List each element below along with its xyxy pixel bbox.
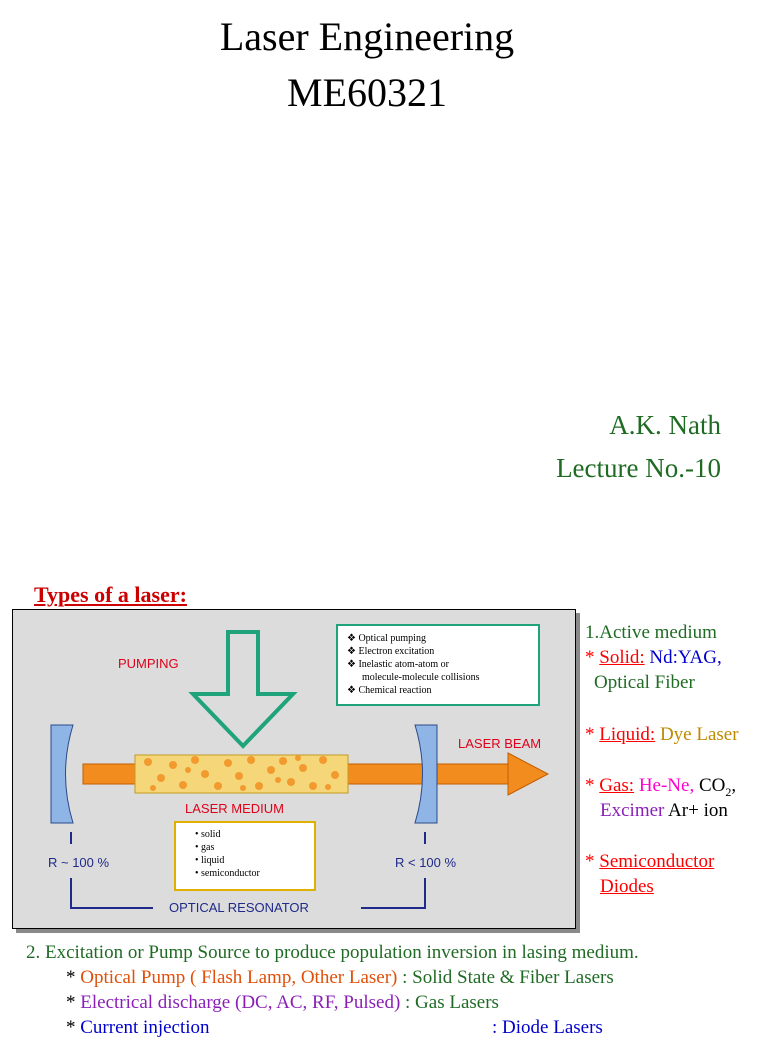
solid-label: Solid: — [599, 647, 645, 668]
gas-example-excimer: Excimer — [600, 800, 665, 821]
pump-method-item: molecule-molecule collisions — [362, 672, 480, 683]
liquid-label: Liquid: — [599, 724, 656, 745]
medium-particles — [144, 755, 339, 791]
co2-comma: , — [731, 775, 737, 796]
current-injection-line: * Current injection — [66, 1015, 210, 1040]
left-mirror — [50, 724, 74, 824]
liquid-type: * Liquid: Dye Laser — [585, 722, 739, 747]
gas-examples-line2: Excimer Ar+ ion — [600, 798, 728, 823]
pumping-label: PUMPING — [118, 656, 179, 671]
pump-method-item: ❖ Inelastic atom-atom or — [347, 659, 449, 670]
right-mirror-reflectivity: R < 100 % — [395, 855, 457, 870]
laser-medium-label: LASER MEDIUM — [185, 801, 284, 816]
bullet-star: * — [585, 724, 600, 745]
pumping-arrow — [188, 630, 298, 749]
solid-example-fiber: Optical Fiber — [594, 672, 695, 693]
gas-example-co2: CO — [694, 775, 726, 796]
bullet-star: * — [66, 1017, 81, 1038]
left-mirror-reflectivity: R ~ 100 % — [48, 855, 110, 870]
bullet-star: * — [585, 851, 600, 872]
gas-example-ar: Ar+ ion — [664, 800, 728, 821]
semiconductor-label: Semiconductor — [599, 851, 715, 872]
optical-resonator-label: OPTICAL RESONATOR — [169, 900, 309, 915]
laser-diagram: PUMPING LASER BEAM LASER MEDIUM R ~ 100 … — [12, 609, 576, 929]
semiconductor-label-line2: Diodes — [600, 876, 654, 897]
author-name: A.K. Nath — [609, 410, 721, 440]
electrical-discharge-line: * Electrical discharge (DC, AC, RF, Puls… — [66, 990, 499, 1015]
current-injection-target: : Diode Lasers — [492, 1017, 603, 1038]
medium-types-list: • solid • gas • liquid • semiconductor — [195, 828, 260, 880]
lecture-number: Lecture No.-10 — [556, 453, 721, 483]
course-code: ME60321 — [287, 70, 447, 115]
laser-diagram-svg — [50, 624, 550, 909]
excitation-heading: 2. Excitation or Pump Source to produce … — [26, 942, 639, 963]
gas-type: * Gas: He-Ne, CO2, — [585, 773, 736, 805]
laser-beam-label: LASER BEAM — [458, 736, 542, 751]
co2-subscript: 2 — [725, 784, 732, 799]
optical-pump-label: Optical Pump ( Flash Lamp, Other Laser) — [80, 967, 398, 988]
right-mirror — [414, 724, 438, 824]
gas-label: Gas: — [599, 775, 635, 796]
section-title: Types of a laser: — [34, 582, 187, 607]
electrical-discharge-label: Electrical discharge (DC, AC, RF, Pulsed… — [80, 992, 401, 1013]
medium-type-item: • gas — [195, 842, 215, 853]
optical-pump-line: * Optical Pump ( Flash Lamp, Other Laser… — [66, 965, 614, 990]
active-medium-heading: 1.Active medium — [585, 622, 717, 643]
electrical-discharge-target: : Gas Lasers — [400, 992, 499, 1013]
liquid-example: Dye Laser — [655, 724, 739, 745]
semiconductor-type: * Semiconductor — [585, 849, 714, 874]
resonator-bracket-left — [70, 878, 153, 909]
pump-method-item: ❖ Optical pumping — [347, 633, 426, 644]
medium-type-item: • solid — [195, 829, 221, 840]
current-injection-label: Current injection — [80, 1017, 210, 1038]
resonator-bracket-right — [361, 878, 426, 909]
pump-method-item: ❖ Electron excitation — [347, 646, 435, 657]
bullet-star: * — [585, 775, 600, 796]
laser-beam-arrowhead — [507, 752, 550, 796]
medium-type-item: • semiconductor — [195, 868, 260, 879]
bullet-star: * — [585, 647, 600, 668]
medium-type-item: • liquid — [195, 855, 225, 866]
bullet-star: * — [66, 992, 81, 1013]
bullet-star: * — [66, 967, 81, 988]
pump-methods-list: ❖ Optical pumping ❖ Electron excitation … — [347, 632, 480, 697]
beam-left-segment — [82, 763, 136, 785]
pump-method-item: ❖ Chemical reaction — [347, 685, 432, 696]
solid-type: * Solid: Nd:YAG, — [585, 645, 722, 670]
solid-example-ndyag: Nd:YAG, — [644, 647, 722, 668]
page-title: Laser Engineering — [219, 14, 515, 59]
optical-pump-target: : Solid State & Fiber Lasers — [397, 967, 614, 988]
gas-example-hene: He-Ne, — [634, 775, 695, 796]
